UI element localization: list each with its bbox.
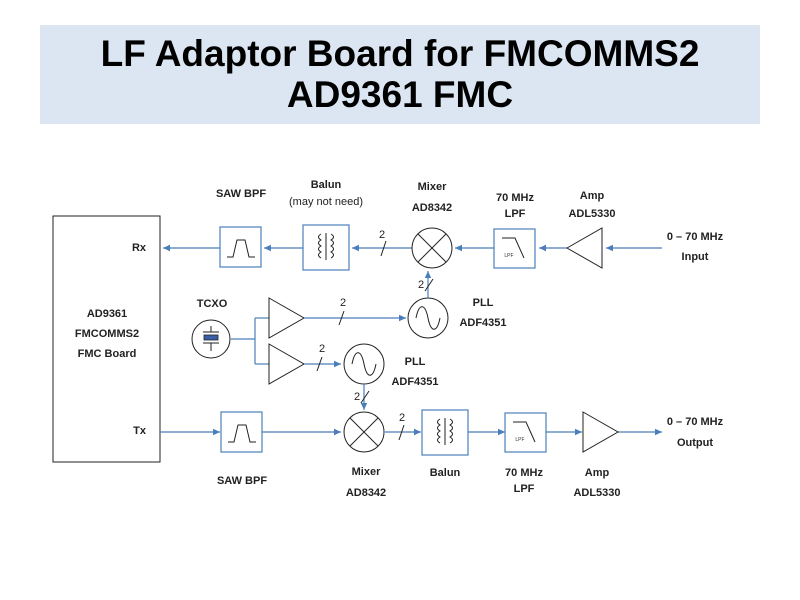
tx-chain: 2 SAW BPF Mixer AD8342 Balun LPF: [160, 409, 724, 499]
pll-tx-part: ADF4351: [391, 376, 438, 388]
rx-input-range: 0 – 70 MHz: [667, 231, 724, 243]
tx-balun: Balun: [421, 409, 469, 479]
rx-lpf-response-icon: [502, 237, 525, 259]
pll-tx-label: PLL: [405, 356, 426, 368]
title-line-2: AD9361 FMC: [286, 74, 514, 115]
rx-lpf-icon-text: LPF: [504, 253, 513, 259]
rx-chain: 2 Amp ADL5330 0 – 70 MHz Input LPF 70 MH…: [163, 179, 724, 271]
rx-pll-bus-width: 2: [418, 279, 424, 291]
tx-mixer-label: Mixer: [352, 466, 381, 478]
rx-input-label: Input: [682, 251, 709, 263]
rx-lpf-label-1: 70 MHz: [496, 192, 534, 204]
rx-balun-coil-icon: [318, 233, 322, 259]
rx-balun-label: Balun: [311, 179, 342, 191]
rx-amp: Amp ADL5330: [565, 190, 616, 269]
pll-rx-part: ADF4351: [459, 317, 506, 329]
ad9361-board: AD9361 FMCOMMS2 FMC Board Rx Tx: [52, 215, 161, 463]
pll-rx-label: PLL: [473, 297, 494, 309]
tx-lpf: LPF 70 MHz LPF: [504, 412, 547, 495]
tx-lpf-label-1: 70 MHz: [505, 467, 543, 479]
rx-lo-bus-width: 2: [340, 297, 346, 309]
rx-amp-part: ADL5330: [568, 208, 615, 220]
rx-amp-label: Amp: [580, 190, 605, 202]
rx-saw-box: [219, 226, 262, 268]
tx-balun-label: Balun: [430, 467, 461, 479]
pll-tx: PLL ADF4351: [343, 343, 439, 388]
tx-port-label: Tx: [133, 425, 147, 437]
tx-saw-bpf: SAW BPF: [217, 411, 267, 487]
rx-port-label: Rx: [132, 242, 147, 254]
rx-balun-note: (may not need): [289, 196, 363, 208]
rx-mixer: Mixer AD8342: [411, 181, 453, 269]
rx-saw-label: SAW BPF: [216, 188, 266, 200]
tx-saw-label: SAW BPF: [217, 475, 267, 487]
tx-lo-bus-width: 2: [319, 343, 325, 355]
tx-bandpass-icon: [228, 424, 256, 443]
rx-lpf: LPF 70 MHz LPF: [493, 192, 536, 269]
rx-lpf-box: [493, 228, 536, 269]
tx-mixer-part: AD8342: [346, 487, 386, 499]
tcxo: TCXO: [191, 298, 231, 359]
title-line-1: LF Adaptor Board for FMCOMMS2: [100, 33, 700, 74]
rx-bandpass-icon: [227, 239, 255, 258]
pll-rx: PLL ADF4351: [407, 297, 507, 339]
rx-balun-box: [302, 224, 350, 271]
board-type: FMC Board: [78, 348, 137, 360]
rx-lo-buffer-icon: [268, 297, 306, 339]
rx-saw-bpf: SAW BPF: [216, 188, 266, 268]
rx-mixer-part: AD8342: [412, 202, 452, 214]
board-name: AD9361: [87, 308, 127, 320]
board-model: FMCOMMS2: [75, 328, 139, 340]
tx-lpf-response-icon: [513, 421, 536, 443]
rx-lpf-label-2: LPF: [505, 208, 526, 220]
tx-lo-buffer-icon: [268, 343, 306, 385]
tx-lpf-box: [504, 412, 547, 453]
rx-mixer-label: Mixer: [418, 181, 447, 193]
tx-lpf-icon-text: LPF: [515, 437, 524, 443]
rx-amp-triangle-icon: [565, 227, 603, 269]
title-banner: LF Adaptor Board for FMCOMMS2 AD9361 FMC: [40, 25, 760, 124]
tx-pll-bus-width: 2: [354, 391, 360, 403]
tcxo-label: TCXO: [197, 298, 228, 310]
rx-balun: Balun (may not need): [289, 179, 363, 271]
tx-lpf-label-2: LPF: [514, 483, 535, 495]
tx-amp-part: ADL5330: [573, 487, 620, 499]
tx-balun-coil-icon: [437, 418, 441, 444]
rx-bus-width: 2: [379, 229, 385, 241]
tx-output-range: 0 – 70 MHz: [667, 416, 724, 428]
tx-bus-width: 2: [399, 412, 405, 424]
tx-mixer: Mixer AD8342: [343, 411, 386, 499]
tx-output-label: Output: [677, 437, 713, 449]
tx-amp: Amp ADL5330: [573, 411, 621, 499]
clocking: TCXO 2 PLL ADF4351 2 2 PLL: [191, 271, 507, 410]
tx-amp-label: Amp: [585, 467, 610, 479]
rx-bus-slash: [380, 240, 387, 257]
tx-amp-triangle-icon: [582, 411, 620, 453]
tx-saw-box: [220, 411, 263, 453]
